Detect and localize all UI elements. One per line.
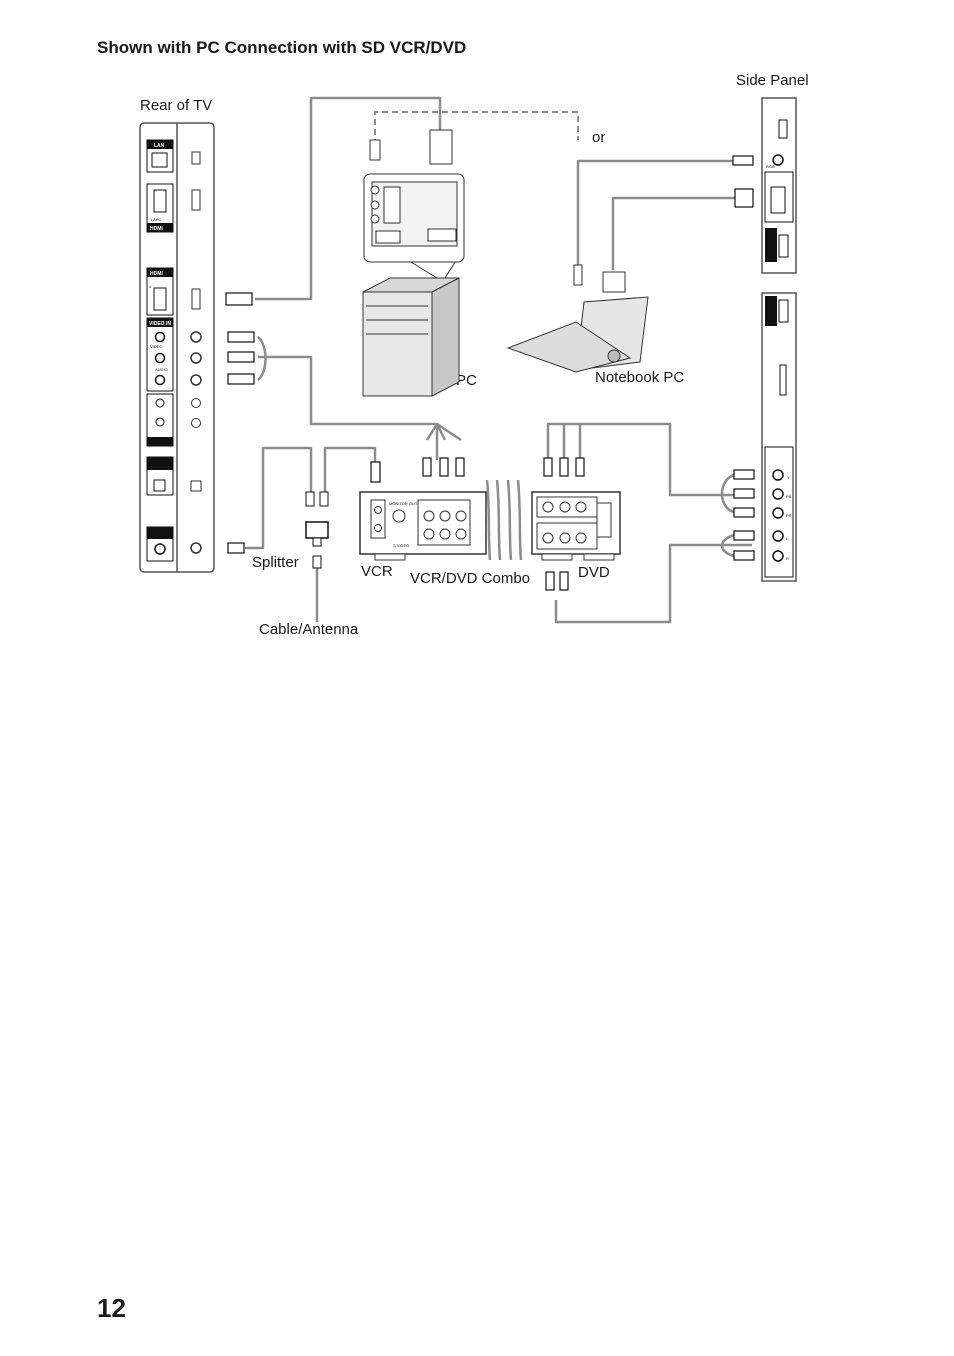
svg-text:PB: PB — [786, 494, 792, 499]
tv-rear-panel: LAN 1 ARC HDMI HDMI 4 VIDEO IN VIDEO AUD… — [139, 122, 215, 573]
splitter-label: Splitter — [252, 554, 299, 571]
svg-text:VIDEO IN: VIDEO IN — [149, 321, 171, 327]
svg-text:HDMI: HDMI — [150, 226, 163, 232]
svg-text:S VIDEO: S VIDEO — [393, 543, 409, 548]
splitter-device — [305, 491, 329, 569]
svg-text:Y: Y — [787, 475, 790, 480]
av-cable-vcr — [257, 336, 439, 460]
dvd-device — [531, 491, 621, 561]
page-heading: Shown with PC Connection with SD VCR/DVD — [97, 38, 467, 57]
dvd-label: DVD — [578, 564, 610, 581]
svg-text:L: L — [786, 536, 789, 541]
connection-cables — [245, 96, 752, 624]
svg-text:PR: PR — [786, 513, 792, 518]
svg-text:MONITOR OUT: MONITOR OUT — [389, 501, 418, 506]
rear-of-tv-label: Rear of TV — [140, 97, 213, 114]
svg-text:1 ARC: 1 ARC — [150, 217, 162, 222]
hdmi-cable-pc — [255, 96, 442, 301]
dvd-connectors — [543, 457, 585, 591]
rear-connectors — [225, 292, 255, 554]
tv-side-panel: RGB Y PB PR L R — [761, 97, 797, 582]
notebook-rgb-cable — [611, 196, 735, 270]
notebook-audio-cable — [576, 159, 735, 265]
cable-antenna-label: Cable/Antenna — [259, 621, 359, 638]
svg-text:R: R — [786, 556, 789, 561]
vcr-dvd-combo-label: VCR/DVD Combo — [410, 570, 531, 587]
svg-text:4: 4 — [149, 284, 152, 289]
or-label: or — [592, 129, 606, 146]
vcr-connectors — [370, 457, 465, 483]
alt-audio-cable-dashed — [374, 111, 579, 145]
vcr-device: MONITOR OUT S VIDEO — [359, 491, 487, 561]
audio-cable-dvd — [554, 543, 752, 624]
vcr-label: VCR — [361, 563, 393, 580]
svg-text:LAN: LAN — [154, 143, 165, 149]
coax-cable-splitter — [245, 446, 313, 550]
side-panel-label: Side Panel — [736, 72, 809, 89]
svg-text:HDMI: HDMI — [150, 271, 163, 277]
svg-text:VIDEO: VIDEO — [150, 344, 162, 349]
side-connectors — [732, 155, 755, 561]
pc-tower — [362, 129, 465, 397]
svg-text:AUDIO: AUDIO — [155, 367, 168, 372]
page-number: 12 — [97, 1293, 126, 1323]
notebook-pc-label: Notebook PC — [595, 369, 685, 386]
pc-label: PC — [456, 372, 477, 389]
notebook-pc — [506, 264, 649, 373]
svg-text:RGB: RGB — [766, 164, 775, 169]
component-cable-dvd — [546, 422, 752, 497]
